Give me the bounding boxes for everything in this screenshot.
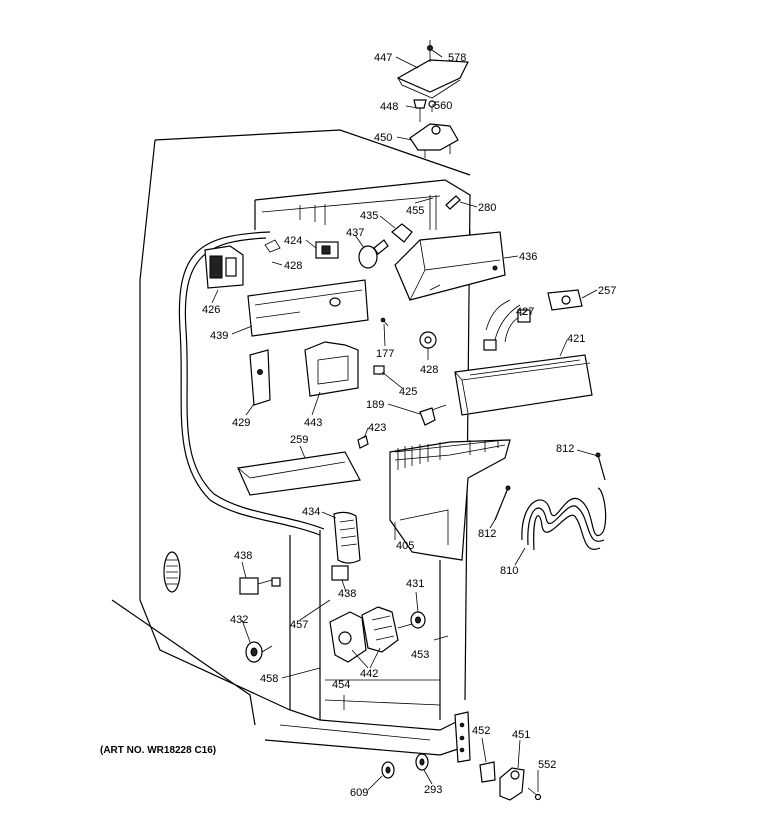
callout-458: 458 xyxy=(260,673,278,685)
callout-438-right: 438 xyxy=(338,588,356,600)
callout-434: 434 xyxy=(302,506,320,518)
callout-259: 259 xyxy=(290,434,308,446)
part-810-defrost-heater xyxy=(521,487,607,551)
callout-454: 454 xyxy=(332,679,350,691)
callout-436: 436 xyxy=(519,251,537,263)
callout-435: 435 xyxy=(360,210,378,222)
part-189-tee xyxy=(419,404,447,426)
part-436-control-housing xyxy=(394,230,506,301)
part-424-switch xyxy=(264,239,339,259)
part-452-bracket xyxy=(454,711,496,783)
part-812-wire-top xyxy=(595,452,606,481)
part-434-drain-grommet xyxy=(333,511,361,564)
callout-443: 443 xyxy=(304,417,322,429)
part-438-clip-left xyxy=(239,577,281,595)
callout-280: 280 xyxy=(478,202,496,214)
callout-177: 177 xyxy=(376,348,394,360)
callout-293: 293 xyxy=(424,784,442,796)
part-423-clip xyxy=(357,435,369,449)
callout-426: 426 xyxy=(202,304,220,316)
part-442-fan-motor xyxy=(329,606,413,663)
part-450-bracket xyxy=(409,100,459,158)
callout-448: 448 xyxy=(380,101,398,113)
part-421-duct xyxy=(454,354,593,416)
part-451-hinge xyxy=(499,767,525,801)
part-428-grommet xyxy=(419,331,437,349)
part-431-grommet xyxy=(410,611,426,629)
callout-421: 421 xyxy=(567,333,585,345)
callout-450: 450 xyxy=(374,132,392,144)
callout-labels: 447 578 448 560 450 280 455 435 424 437 … xyxy=(202,52,616,799)
part-425-clip xyxy=(373,365,385,375)
callout-442: 442 xyxy=(360,668,378,680)
callout-810: 810 xyxy=(500,565,518,577)
callout-428-top: 428 xyxy=(284,260,302,272)
callout-425: 425 xyxy=(399,386,417,398)
callout-428-mid: 428 xyxy=(420,364,438,376)
callout-457: 457 xyxy=(290,619,308,631)
callout-447: 447 xyxy=(374,52,392,64)
part-609-bushing xyxy=(381,761,395,779)
part-439-panel xyxy=(247,279,369,337)
part-177-screw xyxy=(380,317,389,327)
part-443-mount xyxy=(304,341,359,397)
part-426-thermostat xyxy=(204,245,244,289)
callout-424: 424 xyxy=(284,235,302,247)
part-438-clip-right xyxy=(331,565,349,581)
callout-423: 423 xyxy=(368,422,386,434)
callout-189: 189 xyxy=(366,399,384,411)
callout-455: 455 xyxy=(406,205,424,217)
callout-405: 405 xyxy=(396,540,414,552)
part-259-shield xyxy=(237,451,361,496)
part-405-evaporator-cover xyxy=(389,439,511,561)
callout-560: 560 xyxy=(434,100,452,112)
callout-257: 257 xyxy=(598,285,616,297)
part-448-screw xyxy=(413,99,427,122)
callout-452: 452 xyxy=(472,725,490,737)
callout-609: 609 xyxy=(350,787,368,799)
callout-578: 578 xyxy=(448,52,466,64)
part-437-bulb xyxy=(358,239,389,269)
part-257-defrost-timer xyxy=(547,289,583,311)
part-427-harness xyxy=(483,299,531,351)
part-447-cover xyxy=(396,40,469,99)
part-455-tube xyxy=(429,195,437,230)
callout-439: 439 xyxy=(210,330,228,342)
art-number-caption: (ART NO. WR18228 C16) xyxy=(100,745,217,756)
part-429-bracket xyxy=(249,349,271,406)
part-280-clip xyxy=(445,195,461,210)
callout-432: 432 xyxy=(230,614,248,626)
callout-431: 431 xyxy=(406,578,424,590)
callout-437: 437 xyxy=(346,227,364,239)
callout-438-left: 438 xyxy=(234,550,252,562)
part-293-grommet xyxy=(415,753,429,771)
callout-429: 429 xyxy=(232,417,250,429)
cabinet-outline xyxy=(111,129,471,756)
part-432-bushing xyxy=(245,641,273,663)
callout-812-top: 812 xyxy=(556,443,574,455)
callout-552: 552 xyxy=(538,759,556,771)
callout-427: 427 xyxy=(516,306,534,318)
leader-lines xyxy=(211,49,599,792)
part-435-socket xyxy=(391,223,413,243)
part-812-wire-left xyxy=(494,485,511,521)
callout-453: 453 xyxy=(411,649,429,661)
callout-812-left: 812 xyxy=(478,528,496,540)
callout-451: 451 xyxy=(512,729,530,741)
part-552-screw xyxy=(527,787,542,801)
